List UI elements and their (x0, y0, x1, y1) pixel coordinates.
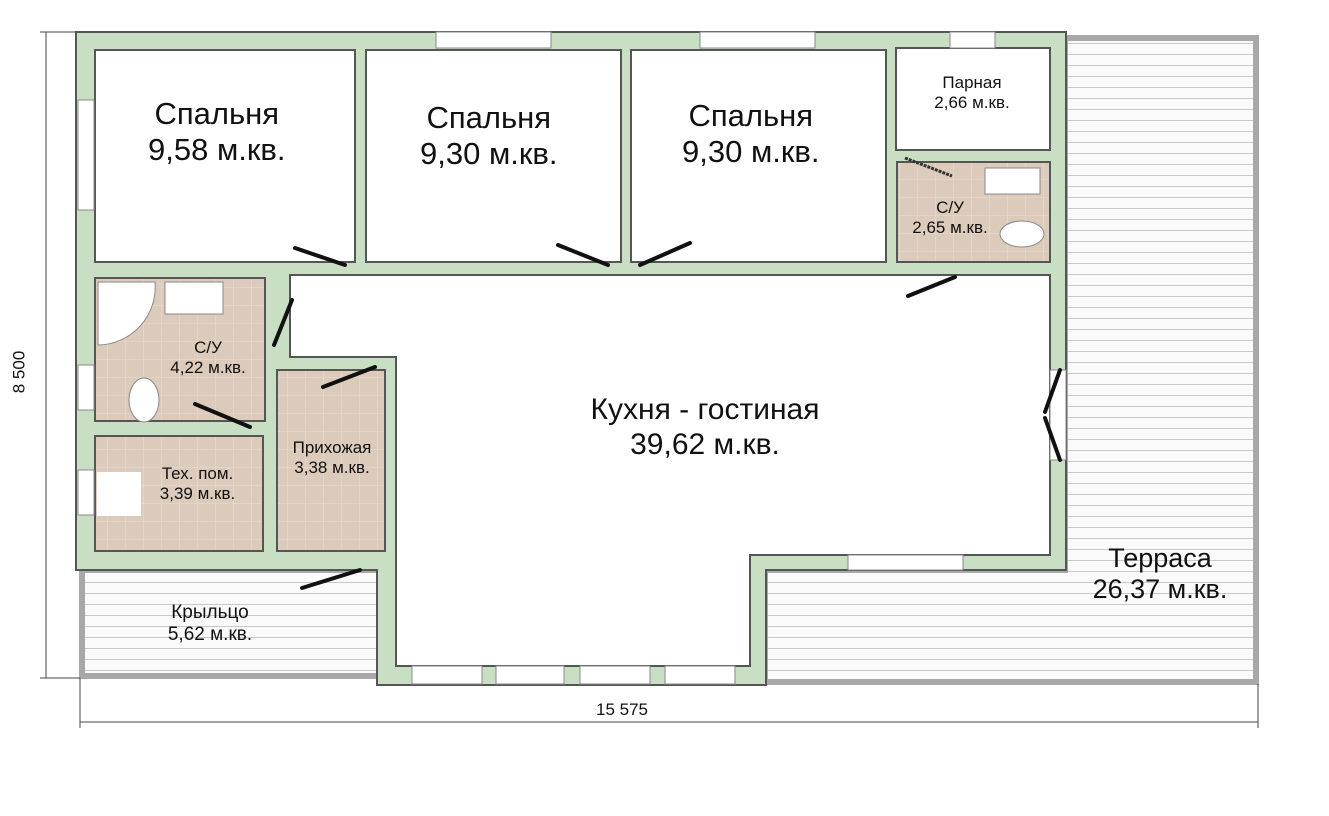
bedroom-3 (630, 49, 887, 263)
windows (77, 31, 1067, 685)
bedroom-1 (94, 49, 356, 263)
room-area: 39,62 м.кв. (630, 427, 780, 461)
room-area: 5,62 м.кв. (167, 623, 253, 645)
steam-room (895, 47, 1051, 151)
boiler-icon (97, 472, 141, 516)
room-area: 26,37 м.кв. (1092, 574, 1228, 605)
sink-icon (984, 167, 1041, 195)
room-name: С/У (194, 338, 222, 357)
room-area: 9,58 м.кв. (148, 131, 286, 167)
toilet-icon (999, 220, 1045, 248)
dimension-height: 8 500 (9, 350, 29, 394)
room-name: Спальня (426, 100, 552, 135)
doors (193, 241, 1062, 590)
room-name: Спальня (688, 98, 814, 133)
room-name: Парная (942, 73, 1002, 92)
room-area: 4,22 м.кв. (170, 357, 246, 377)
shower-icon (97, 281, 156, 346)
room-name: Тех. пом. (161, 464, 234, 483)
room-area: 2,66 м.кв. (934, 92, 1010, 112)
dimension-width: 15 575 (596, 700, 648, 719)
toilet-icon (128, 377, 160, 423)
room-area: 3,39 м.кв. (159, 483, 236, 503)
room-name: С/У (936, 198, 964, 217)
room-area: 2,65 м.кв. (912, 217, 988, 237)
room-name: Прихожая (292, 438, 372, 457)
room-area: 9,30 м.кв. (682, 133, 820, 169)
room-label-tech-room: Тех. пом.3,39 м.кв. (145, 464, 250, 503)
hallway (276, 369, 386, 552)
room-area: 9,30 м.кв. (420, 135, 558, 171)
room-name: Крыльцо (171, 602, 249, 623)
room-name: Спальня (154, 96, 280, 131)
dimension-lines (40, 31, 1259, 728)
room-name: Кухня - гостиная (590, 393, 820, 426)
room-name: Терраса (1108, 543, 1212, 573)
kitchen-living (289, 274, 1051, 667)
sink-icon (164, 281, 224, 315)
bedroom-2 (365, 49, 622, 263)
room-area: 3,38 м.кв. (294, 457, 370, 477)
